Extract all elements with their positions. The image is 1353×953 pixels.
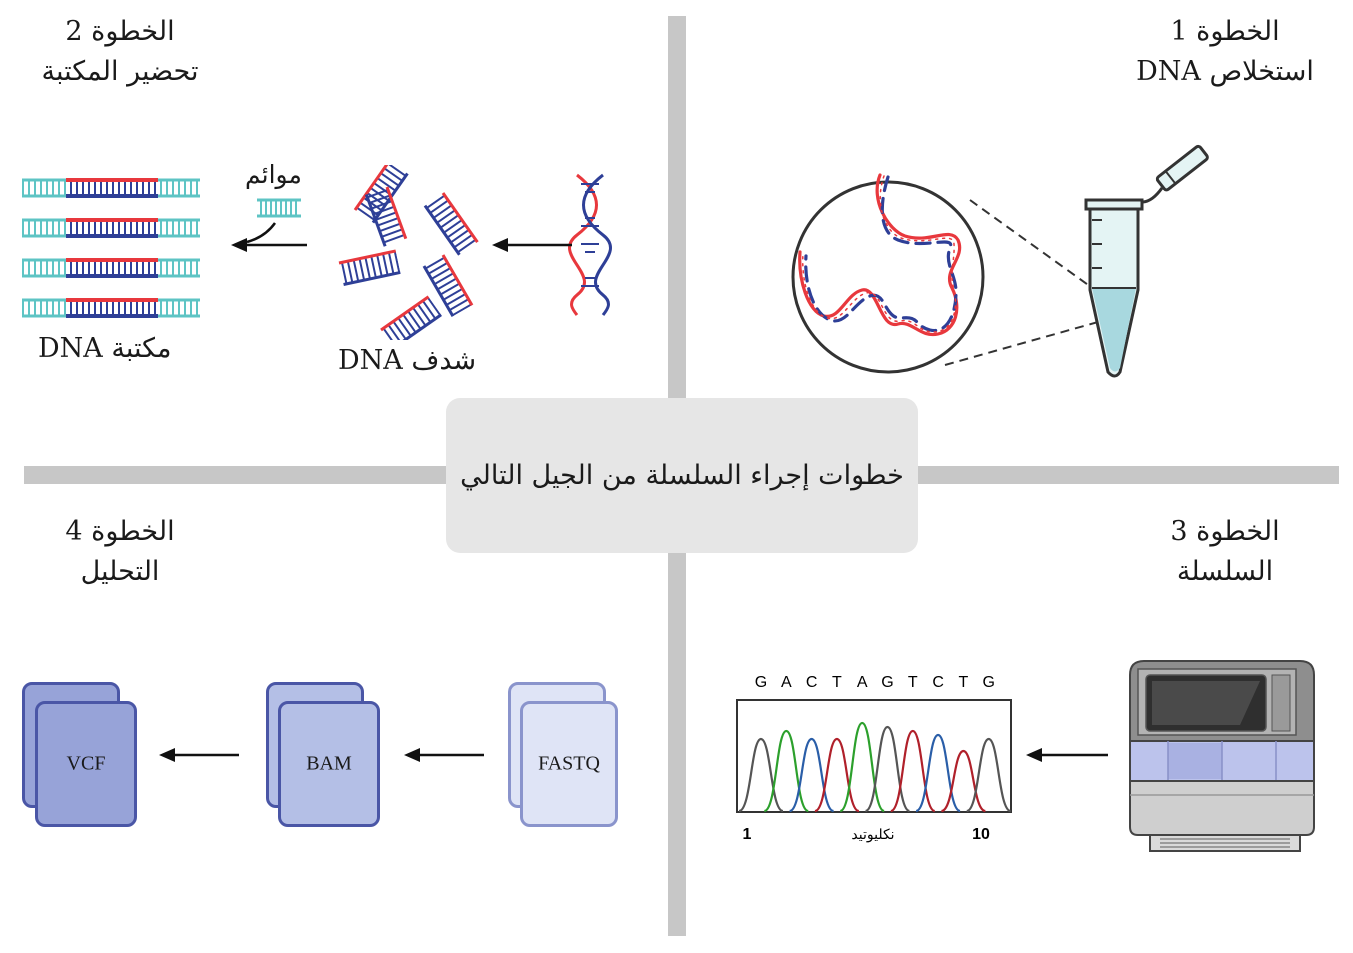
step4-subtitle: التحليل [80,556,160,587]
arrow-sequencer-to-chromatogram [1026,748,1108,762]
fastq-file-icon: FASTQ [520,701,618,827]
step4-heading: الخطوة 4 التحليل [20,512,220,592]
base-letter-4: T [832,674,842,691]
base-letter-1: G [755,674,767,691]
dna-fragments-icon [338,165,479,340]
step1-subtitle: استخلاص DNA [1136,56,1314,87]
fragment-6 [380,295,442,340]
library-fragment-2 [20,218,202,238]
fastq-label: FASTQ [538,752,600,775]
arrow-fastq-to-bam [404,748,484,762]
library-fragment-3 [20,258,202,278]
fragment-4 [338,249,401,286]
fragment-2 [364,186,408,247]
library-label: مكتبة DNA [38,333,172,364]
peak-1 [738,737,784,813]
dna-library-icon [20,178,202,318]
peak-7 [890,729,936,813]
horizontal-divider-left [24,466,447,484]
adapter-icon [257,198,301,218]
vcf-file-icon: VCF [35,701,137,827]
chromatogram-x-end: 10 [972,826,990,843]
chromatogram-x-start: 1 [743,826,752,843]
vertical-divider-bottom [668,552,686,936]
dna-extraction-illustration [791,144,1209,378]
bam-file-icon: BAM [278,701,380,827]
center-title: خطوات إجراء السلسلة من الجيل التالي [460,460,904,491]
arrow-bam-to-vcf [159,748,239,762]
base-letter-8: C [932,674,944,691]
fragment-5 [422,254,474,317]
peak-4 [814,737,860,813]
peak-3 [789,737,835,813]
adapters-label: موائم [245,160,302,189]
center-title-box: خطوات إجراء السلسلة من الجيل التالي [446,398,918,553]
step3-title: الخطوة 3 [1170,516,1280,547]
peak-9 [940,749,986,813]
zoom-line-top [969,199,1099,293]
base-letter-3: C [806,674,818,691]
base-letter-5: A [857,674,868,691]
peak-8 [915,733,961,813]
base-letter-2: A [781,674,792,691]
step3-heading: الخطوة 3 السلسلة [1120,512,1330,592]
peak-10 [966,737,1012,813]
fragment-3 [423,192,479,256]
step2-subtitle: تحضير المكتبة [41,56,199,87]
step2-heading: الخطوة 2 تحضير المكتبة [20,12,220,92]
library-fragment-4 [20,298,202,318]
chromatogram-x-label: نكليوتيد [851,826,894,843]
dna-helix-icon [568,173,612,316]
sequencer-machine-icon [1129,660,1315,852]
zoom-line-bottom [944,321,1099,366]
peak-5 [839,721,885,813]
horizontal-divider-right [917,466,1339,484]
base-letter-9: T [959,674,969,691]
vcf-label: VCF [66,752,106,775]
step1-heading: الخطوة 1 استخلاص DNA [1110,12,1340,92]
test-tube-icon [1084,144,1209,378]
base-letter-7: T [908,674,918,691]
step4-title: الخطوة 4 [65,516,175,547]
base-letter-10: G [982,674,994,691]
bam-label: BAM [306,752,352,775]
fragments-label: شدف DNA [338,345,477,376]
coiled-dna-icon [798,173,962,337]
library-fragment-1 [20,178,202,198]
step3-subtitle: السلسلة [1176,556,1274,587]
arrow-helix-to-fragments [492,238,572,252]
step1-title: الخطوة 1 [1170,16,1280,47]
peak-2 [763,729,809,813]
peak-6 [864,725,911,813]
adapter-arrow-icon [231,198,307,252]
vertical-divider-top [668,16,686,399]
step2-title: الخطوة 2 [65,16,175,47]
base-letter-6: G [881,674,893,691]
